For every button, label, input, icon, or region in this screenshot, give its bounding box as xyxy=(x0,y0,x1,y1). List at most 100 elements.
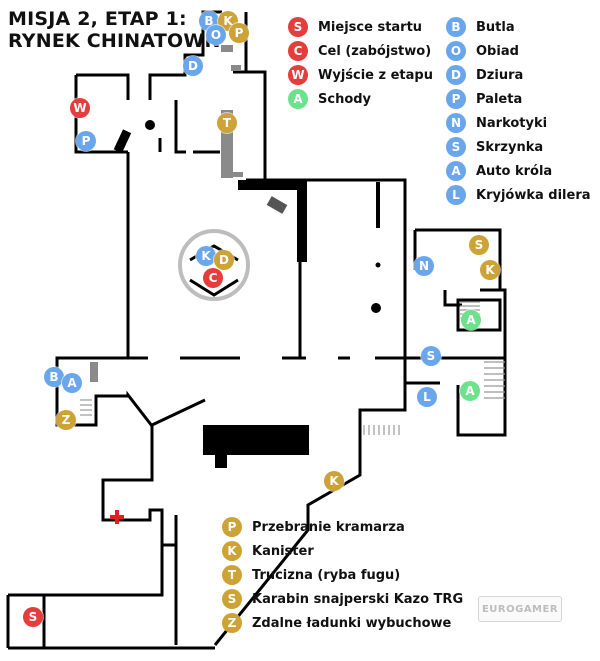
wall-left-corridor xyxy=(42,152,215,650)
wall-right-room xyxy=(413,228,507,358)
legend-marker-icon: W xyxy=(288,65,308,85)
legend-item: Z Zdalne ładunki wybuchowe xyxy=(222,613,451,633)
legend-marker-icon: B xyxy=(446,17,466,37)
wall-inner-low xyxy=(162,515,178,645)
legend-marker-icon: S xyxy=(222,589,242,609)
legend-marker-icon: C xyxy=(288,41,308,61)
legend-label: Narkotyki xyxy=(476,115,548,131)
wall-thick-vertical xyxy=(297,180,307,262)
stairs-left xyxy=(80,399,92,416)
marker-d-top: D xyxy=(183,56,203,76)
legend-label: Auto króla xyxy=(476,163,553,179)
marker-a-car: A xyxy=(62,373,82,393)
legend-label: Trucizna (ryba fugu) xyxy=(252,567,401,583)
legend-marker-icon: K xyxy=(222,541,242,561)
wall-lower-main xyxy=(151,398,362,646)
legend-label: Miejsce startu xyxy=(318,19,423,35)
fountain-ring xyxy=(178,229,250,301)
legend-item: S Miejsce startu xyxy=(288,17,422,37)
legend-item: S Karabin snajperski Kazo TRG xyxy=(222,589,463,609)
marker-c-target: C xyxy=(203,268,223,288)
stairs-lower xyxy=(363,425,400,435)
pillar-dot-2 xyxy=(371,303,381,313)
wall-right-stairs-room xyxy=(456,298,502,332)
legend-item: C Cel (zabójstwo) xyxy=(288,41,431,61)
legend-item: D Dziura xyxy=(446,65,523,85)
shelf-small-2 xyxy=(231,65,241,71)
marker-w-exit: W xyxy=(70,98,90,118)
legend-label: Butla xyxy=(476,19,515,35)
legend-marker-icon: A xyxy=(446,161,466,181)
legend-label: Przebranie kramarza xyxy=(252,519,405,535)
marker-t-poison: T xyxy=(217,113,237,133)
legend-item: S Skrzynka xyxy=(446,137,543,157)
legend-marker-icon: S xyxy=(288,17,308,37)
legend-marker-icon: D xyxy=(446,65,466,85)
legend-label: Skrzynka xyxy=(476,139,544,155)
legend-label: Dziura xyxy=(476,67,524,83)
marker-n-drugs: N xyxy=(414,256,434,276)
legend-item: A Auto króla xyxy=(446,161,552,181)
legend-item: W Wyjście z etapu xyxy=(288,65,433,85)
legend-marker-icon: L xyxy=(446,185,466,205)
marker-p-pallet: P xyxy=(76,131,96,151)
legend-item: K Kanister xyxy=(222,541,314,561)
wall-lower-right xyxy=(358,358,440,420)
stairs-right-bottom xyxy=(484,361,505,399)
crate-object xyxy=(266,196,288,214)
shelf-small-1 xyxy=(221,45,233,52)
legend-marker-icon: S xyxy=(446,137,466,157)
marker-l-dealer: L xyxy=(417,387,437,407)
legend-item: P Paleta xyxy=(446,89,522,109)
legend-label: Obiad xyxy=(476,43,519,59)
legend-label: Paleta xyxy=(476,91,523,107)
legend-marker-icon: Z xyxy=(222,613,242,633)
watermark: EUROGAMER xyxy=(478,596,562,622)
legend-item: T Trucizna (ryba fugu) xyxy=(222,565,400,585)
marker-s-rifle: S xyxy=(469,235,489,255)
legend-item: A Schody xyxy=(288,89,371,109)
marker-k-lower: K xyxy=(324,471,344,491)
pillar-dot-3 xyxy=(145,120,155,130)
wall-thick-horizontal xyxy=(238,180,304,190)
shelf-left xyxy=(90,362,98,382)
legend-label: Cel (zabójstwo) xyxy=(318,43,432,59)
marker-d-center: D xyxy=(214,250,234,270)
marker-a-stairs-2: A xyxy=(460,381,480,401)
wall-top-right-block xyxy=(233,12,267,188)
legend-marker-icon: A xyxy=(288,89,308,109)
legend-label: Schody xyxy=(318,91,372,107)
legend-item: B Butla xyxy=(446,17,515,37)
pillar-1 xyxy=(376,182,380,228)
shelf-top-2 xyxy=(225,172,243,177)
legend-label: Kryjówka dilera xyxy=(476,187,591,203)
legend-marker-icon: N xyxy=(446,113,466,133)
marker-o-top: O xyxy=(206,25,226,45)
legend-label: Karabin snajperski Kazo TRG xyxy=(252,591,464,607)
legend-item: N Narkotyki xyxy=(446,113,547,133)
marker-s-box: S xyxy=(421,346,441,366)
legend-item: P Przebranie kramarza xyxy=(222,517,405,537)
legend-label: Zdalne ładunki wybuchowe xyxy=(252,615,452,631)
legend-label: Kanister xyxy=(252,543,314,559)
legend-item: O Obiad xyxy=(446,41,519,61)
map-title-line2: RYNEK CHINATOWN xyxy=(8,30,221,52)
marker-a-stairs-1: A xyxy=(461,310,481,330)
legend-marker-icon: O xyxy=(446,41,466,61)
marker-k-center: K xyxy=(196,246,216,266)
pillar-dot-1 xyxy=(375,262,381,268)
legend-marker-icon: P xyxy=(446,89,466,109)
marker-s-start: S xyxy=(23,607,43,627)
market-stall-leg xyxy=(215,450,227,468)
wall-left-bottom xyxy=(6,593,44,650)
legend-marker-icon: T xyxy=(222,565,242,585)
marker-k-right: K xyxy=(480,260,500,280)
legend-label: Wyjście z etapu xyxy=(318,67,433,83)
marker-z-explosives: Z xyxy=(56,410,76,430)
map-title-line1: MISJA 2, ETAP 1: xyxy=(8,8,187,30)
marker-p-top: P xyxy=(229,23,249,43)
pallet-object xyxy=(113,129,132,154)
marker-b-left: B xyxy=(44,367,64,387)
legend-marker-icon: P xyxy=(222,517,242,537)
